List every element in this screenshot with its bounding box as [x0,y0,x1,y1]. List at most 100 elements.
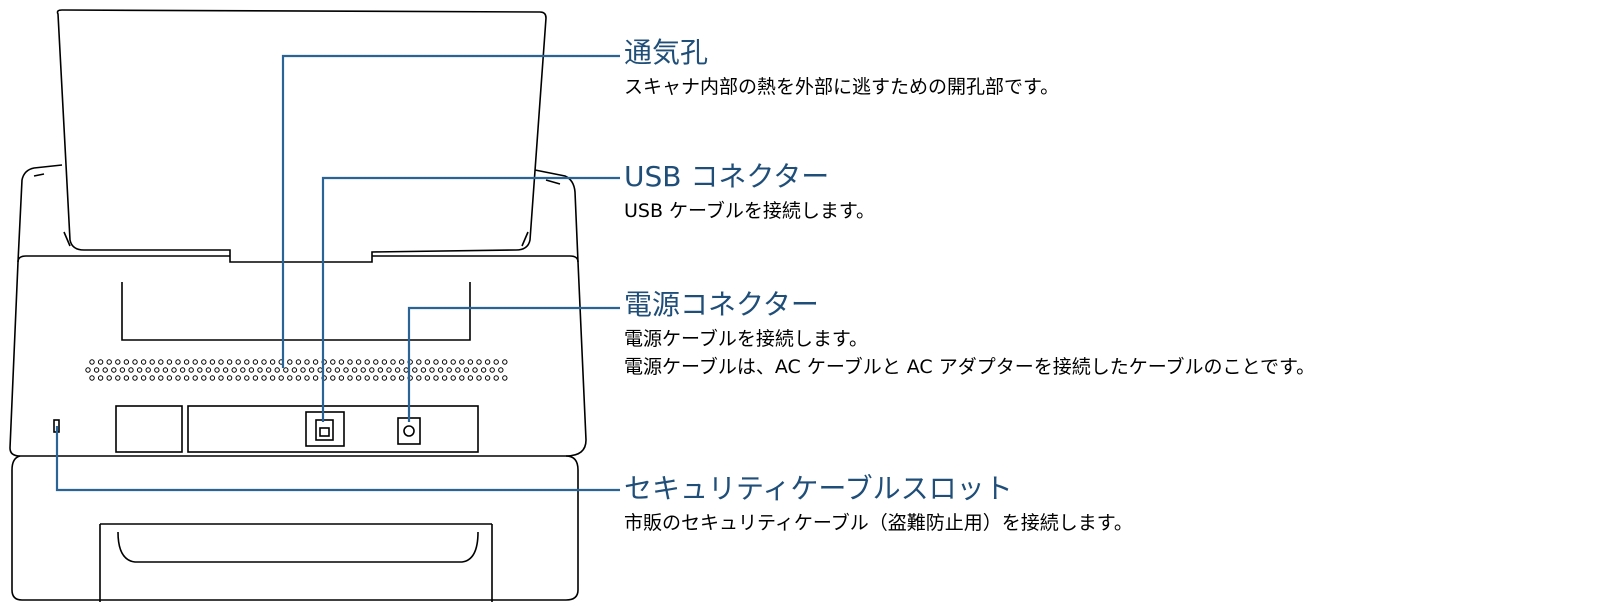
vent-hole [347,359,353,365]
vent-hole [205,367,212,373]
vent-hole [269,359,276,365]
callout-description: 電源ケーブルは、AC ケーブルと AC アダプターを接続したケーブルのことです。 [624,356,1316,378]
vent-hole [429,367,435,373]
vent-hole [188,367,194,373]
vent-hole [226,375,233,381]
vent-hole [386,367,392,373]
vent-hole [420,367,427,373]
vent-hole [97,359,104,365]
vent-hole [274,367,280,373]
vent-hole [424,375,431,381]
vent-hole [192,375,198,381]
vent-hole [390,359,396,365]
power-connector-port [403,425,415,437]
vent-hole [502,375,508,381]
vent-hole [373,359,379,365]
vent-hole [493,375,499,381]
vent-hole [412,367,418,373]
vent-hole [140,375,147,381]
vent-hole [231,367,237,373]
vent-hole [93,367,100,373]
vent-hole [343,367,349,373]
vent-hole [450,359,456,365]
vent-hole [398,359,405,365]
vent-hole [295,359,302,365]
vent-hole [179,367,186,373]
vent-hole [467,359,474,365]
vent-hole [97,375,104,381]
vent-hole [330,375,336,381]
vent-hole [175,359,181,365]
vent-hole [248,367,255,373]
vent-hole [123,375,130,381]
callout-power-connector: 電源コネクター 電源ケーブルを接続します。 電源ケーブルは、AC ケーブルと A… [624,288,1315,380]
vent-hole [424,359,431,365]
leader-line-security [55,426,620,492]
vent-hole [334,367,341,373]
vent-hole [222,367,229,373]
vent-hole [140,359,147,365]
vent-hole [115,375,121,381]
vent-hole [128,367,134,373]
output-slot [99,523,493,602]
vent-hole [463,367,470,373]
paper-chute [56,9,547,263]
vent-hole [480,367,487,373]
leader-line-usb [321,176,620,422]
vent-hole [154,367,160,373]
vent-hole [489,367,495,373]
vent-holes [85,359,508,381]
vent-hole [214,367,220,373]
vent-hole [433,359,439,365]
vent-hole [235,359,241,365]
vent-hole [355,359,362,365]
vent-hole [364,375,370,381]
callout-vent: 通気孔 スキャナ内部の熱を外部に逃すための開孔部です。 [624,36,1059,100]
vent-hole [192,359,198,365]
vent-hole [398,375,405,381]
callout-description: USB ケーブルを接続します。 [624,200,876,222]
vent-hole [326,367,332,373]
vent-hole [149,359,155,365]
vent-hole [416,359,422,365]
vent-hole [235,375,241,381]
vent-hole [308,367,315,373]
vent-hole [498,367,504,373]
vent-hole [166,359,173,365]
vent-hole [351,367,358,373]
usb-connector-icon [305,411,345,447]
vent-hole [484,375,491,381]
vent-hole [355,375,362,381]
scanner-left-shoulder [17,164,63,263]
vent-hole [369,367,375,373]
vent-hole [171,367,177,373]
scanner-base [11,455,579,601]
vent-hole [287,375,293,381]
vent-hole [106,359,112,365]
vent-hole [106,375,112,381]
vent-hole [145,367,151,373]
vent-hole [381,375,388,381]
vent-hole [455,367,461,373]
vent-hole [218,359,224,365]
vent-hole [89,359,95,365]
callout-title: USB コネクター [624,160,830,193]
vent-hole [433,375,439,381]
vent-hole [89,375,95,381]
vent-hole [472,367,478,373]
vent-hole [265,367,272,373]
vent-hole [197,367,203,373]
vent-hole [377,367,384,373]
vent-hole [441,359,448,365]
vent-hole [244,359,250,365]
leader-line-vent [281,54,620,368]
vent-hole [459,375,465,381]
vent-hole [269,375,276,381]
vent-hole [149,375,155,381]
vent-hole [283,367,289,373]
scanner-right-shoulder [534,169,579,263]
vent-hole [364,359,370,365]
vent-hole [437,367,444,373]
vent-hole [252,359,259,365]
